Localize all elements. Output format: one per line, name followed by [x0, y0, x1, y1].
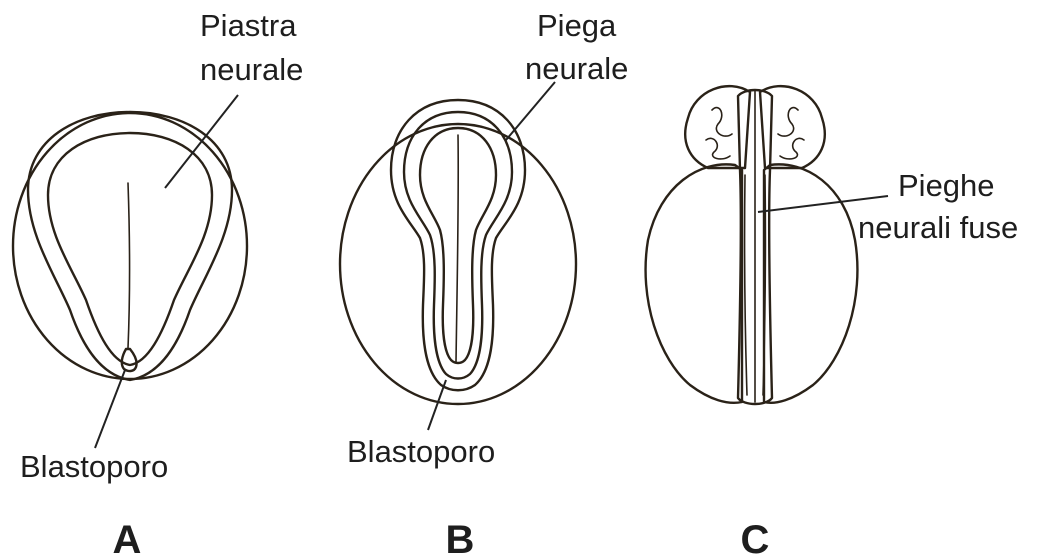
label-piastra-neurale-line1: Piastra	[200, 8, 297, 43]
panel-letter-c: C	[741, 518, 770, 559]
panel-letter-a: A	[113, 518, 142, 559]
label-piastra-neurale-line2: neurale	[200, 52, 303, 87]
label-piega-neurale-line2: neurale	[525, 51, 628, 86]
label-pieghe-neurali-fuse-line1: Pieghe	[898, 168, 995, 203]
label-pieghe-neurali-fuse-line2: neurali fuse	[858, 210, 1018, 245]
label-blastoporo-a: Blastoporo	[20, 449, 168, 484]
label-piega-neurale-line1: Piega	[537, 8, 617, 43]
label-blastoporo-b: Blastoporo	[347, 434, 495, 469]
embryo-a	[13, 112, 247, 380]
embryo-c	[646, 86, 858, 404]
leader-piega-neurale	[506, 82, 555, 140]
panel-letter-b: B	[446, 518, 475, 559]
embryo-b	[340, 100, 576, 404]
leader-blastoporo-b	[428, 380, 446, 430]
leader-blastoporo-a	[95, 370, 125, 448]
